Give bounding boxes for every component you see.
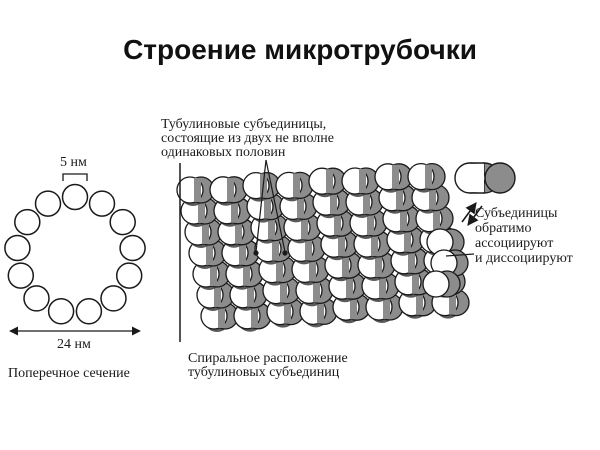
protofilament-circle <box>119 234 146 262</box>
label-tubulin-line-3: одинаковых половин <box>161 145 286 160</box>
tubulin-dimer <box>308 167 347 198</box>
tubulin-dimer <box>176 176 215 206</box>
label-helical-line-1: Спиральное расположение <box>188 351 348 366</box>
reversible-association-arrows <box>461 202 483 226</box>
protofilament-circle <box>109 208 136 236</box>
tubulin-dimer <box>365 293 404 323</box>
tubulin-dimer <box>398 289 437 319</box>
protofilament-circle <box>47 298 75 325</box>
protofilament-circle <box>14 208 41 236</box>
tubulin-dimer <box>341 167 380 197</box>
label-24nm: 24 нм <box>57 337 91 352</box>
protofilament-circle <box>61 183 89 211</box>
label-cross-section: Поперечное сечение <box>8 366 130 381</box>
protofilament-circle <box>23 285 50 312</box>
protofilament-circle <box>88 190 116 217</box>
label-reversible-line-2: обратимо <box>475 221 532 236</box>
free-tubulin-dimer <box>454 162 516 194</box>
tubulin-dimer <box>374 163 413 193</box>
tubulin-dimer <box>209 176 248 206</box>
label-helical-line-2: тубулиновых субъединиц <box>188 365 340 380</box>
tubulin-dimer-end <box>430 249 469 277</box>
tubulin-dimer <box>407 162 446 193</box>
label-5nm: 5 нм <box>60 155 87 170</box>
cross-section-ring <box>4 183 146 325</box>
tubulin-dimer <box>184 218 223 248</box>
end-pointer-line <box>445 253 475 257</box>
protofilament-circle <box>34 190 62 217</box>
label-reversible-line-4: и диссоциируют <box>475 251 573 266</box>
tubulin-dimer-end <box>426 228 465 256</box>
tubulin-dimer <box>275 171 314 202</box>
label-tubulin-line-2: состоящие из двух не вполне <box>161 131 334 146</box>
label-helical-arrangement: Спиральное расположение тубулиновых субъ… <box>188 352 348 380</box>
label-reversible-assembly: Субъединицы обратимо ассоциируют и диссо… <box>475 206 573 266</box>
label-tubulin-line-1: Тубулиновые субъединицы, <box>161 117 327 132</box>
protofilament-circle <box>100 285 127 312</box>
page-title: Строение микротрубочки <box>123 34 477 65</box>
label-reversible-line-3: ассоциируют <box>475 236 554 251</box>
protofilament-circle <box>4 234 31 262</box>
tubulin-dimer <box>283 213 322 244</box>
protofilament-circle <box>7 262 35 289</box>
protofilament-circle <box>115 262 143 289</box>
protofilament-circle <box>75 298 103 325</box>
label-reversible-line-1: Субъединицы <box>475 206 558 221</box>
tubulin-pointer-lines <box>253 159 288 256</box>
microtubule-lattice <box>176 162 470 332</box>
bracket-5nm <box>62 173 88 181</box>
tubulin-dimer-end <box>422 270 461 298</box>
label-tubulin-subunits: Тубулиновые субъединицы, состоящие из дв… <box>161 118 334 160</box>
